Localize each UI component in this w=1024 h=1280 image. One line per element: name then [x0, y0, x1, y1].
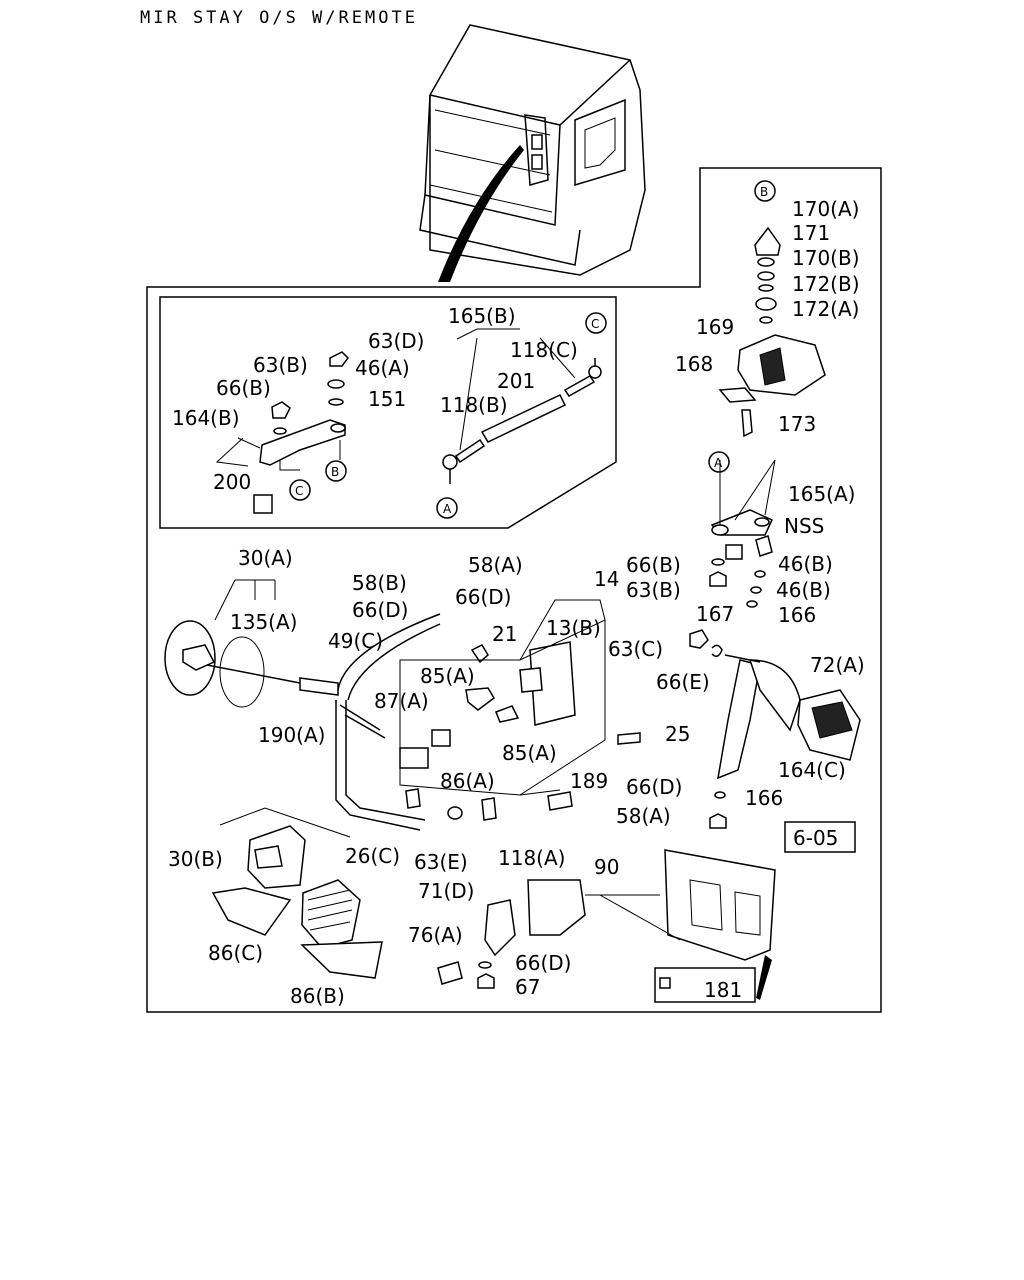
- label-170b: 170(B): [792, 246, 860, 270]
- ref-a-main: A: [714, 456, 723, 470]
- label-135a: 135(A): [230, 610, 297, 634]
- label-164b: 164(B): [172, 406, 240, 430]
- inset-parts: [215, 328, 602, 514]
- ref-b-inset: B: [331, 465, 339, 479]
- label-169: 169: [696, 315, 734, 339]
- label-6-05: 6-05: [793, 826, 838, 850]
- label-118c: 118(C): [510, 338, 578, 362]
- label-151: 151: [368, 387, 406, 411]
- label-86a: 86(A): [440, 769, 495, 793]
- label-14: 14: [594, 567, 619, 591]
- label-118a: 118(A): [498, 846, 565, 870]
- label-164c: 164(C): [778, 758, 846, 782]
- label-63b-main: 63(B): [626, 578, 681, 602]
- main-frame: [146, 167, 882, 1013]
- label-30a: 30(A): [238, 546, 293, 570]
- label-66d-3: 66(D): [626, 775, 682, 799]
- label-63d: 63(D): [368, 329, 424, 353]
- label-166-lower: 166: [745, 786, 783, 810]
- label-171: 171: [792, 221, 830, 245]
- label-46a: 46(A): [355, 356, 410, 380]
- label-201: 201: [497, 369, 535, 393]
- truck-cab-drawing: [419, 24, 646, 282]
- page-title: MIR STAY O/S W/REMOTE: [140, 8, 418, 28]
- label-173: 173: [778, 412, 816, 436]
- reference-markers: C B C A B A: [289, 180, 776, 519]
- label-58b: 58(B): [352, 571, 407, 595]
- ref-a-inset: A: [443, 502, 452, 516]
- label-63c: 63(C): [608, 637, 663, 661]
- label-76a: 76(A): [408, 923, 463, 947]
- label-66d-1: 66(D): [352, 598, 408, 622]
- label-85a-1: 85(A): [420, 664, 475, 688]
- label-172a: 172(A): [792, 297, 859, 321]
- label-168: 168: [675, 352, 713, 376]
- upper-right-parts: [709, 226, 826, 608]
- label-86b: 86(B): [290, 984, 345, 1008]
- label-181: 181: [704, 978, 742, 1002]
- label-72a: 72(A): [810, 653, 865, 677]
- label-165b: 165(B): [448, 304, 516, 328]
- label-172b: 172(B): [792, 272, 860, 296]
- label-66b: 66(B): [216, 376, 271, 400]
- label-165a: 165(A): [788, 482, 855, 506]
- label-87a: 87(A): [374, 689, 429, 713]
- label-190a: 190(A): [258, 723, 325, 747]
- label-21: 21: [492, 622, 517, 646]
- label-200: 200: [213, 470, 251, 494]
- label-71d: 71(D): [418, 879, 474, 903]
- label-167: 167: [696, 602, 734, 626]
- ref-b-main: B: [760, 185, 768, 199]
- label-66d-4: 66(D): [515, 951, 571, 975]
- ref-c-inset: C: [591, 317, 599, 331]
- label-118b: 118(B): [440, 393, 508, 417]
- label-30b: 30(B): [168, 847, 223, 871]
- part-labels: 165(B) 63(D) 118(C) 63(B) 46(A) 201 66(B…: [172, 304, 578, 494]
- label-nss: NSS: [784, 514, 824, 538]
- label-26c: 26(C): [345, 844, 400, 868]
- label-166-upper: 166: [778, 603, 816, 627]
- inset-frame: [159, 296, 617, 529]
- label-170a: 170(A): [792, 197, 859, 221]
- label-46b-2: 46(B): [776, 578, 831, 602]
- label-13b: 13(B): [546, 616, 601, 640]
- label-46b-1: 46(B): [778, 552, 833, 576]
- label-67: 67: [515, 975, 540, 999]
- label-189: 189: [570, 769, 608, 793]
- label-58a-upper: 58(A): [468, 553, 523, 577]
- label-66d-2: 66(D): [455, 585, 511, 609]
- label-25: 25: [665, 722, 690, 746]
- label-90: 90: [594, 855, 619, 879]
- label-66b-main: 66(B): [626, 553, 681, 577]
- label-66e: 66(E): [656, 670, 710, 694]
- label-86c: 86(C): [208, 941, 263, 965]
- label-85a-2: 85(A): [502, 741, 557, 765]
- label-49c: 49(C): [328, 629, 383, 653]
- mirror-assembly: [164, 579, 861, 1003]
- label-63b: 63(B): [253, 353, 308, 377]
- label-63e: 63(E): [414, 850, 468, 874]
- main-labels: 170(A) 171 170(B) 172(B) 172(A) 169 168 …: [168, 197, 865, 1008]
- label-58a-lower: 58(A): [616, 804, 671, 828]
- ref-c-inset-2: C: [295, 484, 303, 498]
